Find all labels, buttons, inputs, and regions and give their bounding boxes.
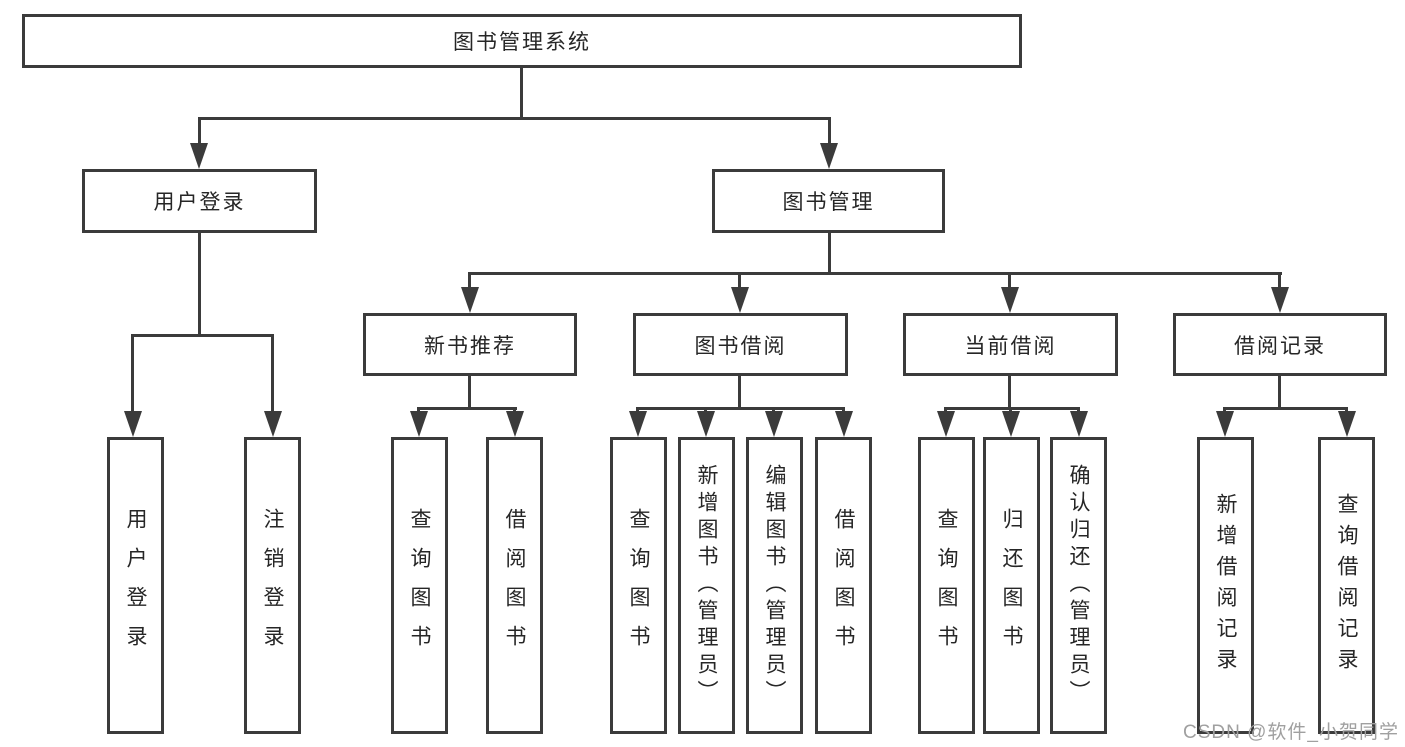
leaf-add-books-admin: 新增图书（管理员）	[678, 437, 735, 734]
node-current-borrowing: 当前借阅	[903, 313, 1118, 376]
connector-book-mgmt-stem	[828, 233, 831, 272]
connector-drop-user-login	[198, 117, 201, 147]
connector-level2-branch	[468, 272, 1282, 275]
leaf-search-books-3: 查询图书	[918, 437, 975, 734]
leaf-borrow-books-1: 借阅图书	[486, 437, 543, 734]
leaf-user-login-label: 用户登录	[124, 507, 147, 664]
leaf-confirm-return-admin-label: 确认归还（管理员）	[1067, 464, 1090, 707]
arrowhead-leaf-5	[629, 411, 647, 437]
node-new-book-recommend-label: 新书推荐	[424, 334, 516, 358]
arrowhead-borrow-records	[1271, 287, 1289, 313]
node-new-book-recommend: 新书推荐	[363, 313, 577, 376]
connector-user-login-stem	[198, 233, 201, 334]
leaf-search-borrow-record: 查询借阅记录	[1318, 437, 1375, 734]
node-book-management: 图书管理	[712, 169, 945, 233]
connector-root-stem	[520, 68, 523, 117]
node-borrowing-records: 借阅记录	[1173, 313, 1387, 376]
leaf-search-borrow-record-label: 查询借阅记录	[1335, 492, 1358, 679]
connector-drop-leaf-1	[131, 334, 134, 414]
leaf-search-books-2-label: 查询图书	[627, 507, 650, 664]
connector-new-book-stem	[468, 376, 471, 410]
arrowhead-book-mgmt	[820, 143, 838, 169]
arrowhead-leaf-11	[1070, 411, 1088, 437]
leaf-add-borrow-record-label: 新增借阅记录	[1214, 492, 1237, 679]
arrowhead-leaf-3	[410, 411, 428, 437]
connector-drop-book-borrow	[738, 272, 741, 290]
node-root-label: 图书管理系统	[453, 31, 591, 54]
arrowhead-leaf-4	[506, 411, 524, 437]
leaf-edit-books-admin: 编辑图书（管理员）	[746, 437, 803, 734]
node-root: 图书管理系统	[22, 14, 1022, 68]
node-book-borrowing-label: 图书借阅	[694, 334, 787, 358]
arrowhead-leaf-10	[1002, 411, 1020, 437]
arrowhead-leaf-9	[937, 411, 955, 437]
connector-drop-leaf-2	[271, 334, 274, 414]
arrowhead-user-login	[190, 143, 208, 169]
connector-drop-borrow-records	[1278, 272, 1281, 290]
arrowhead-leaf-8	[835, 411, 853, 437]
arrowhead-leaf-2	[264, 411, 282, 437]
leaf-search-books-1: 查询图书	[391, 437, 448, 734]
leaf-search-books-2: 查询图书	[610, 437, 667, 734]
node-user-login: 用户登录	[82, 169, 317, 233]
connector-drop-new-book	[468, 272, 471, 290]
connector-drop-current-borrow	[1008, 272, 1011, 290]
arrowhead-book-borrow	[731, 287, 749, 313]
connector-level1-branch	[198, 117, 831, 120]
node-user-login-label: 用户登录	[153, 191, 246, 214]
leaf-logout: 注销登录	[244, 437, 301, 734]
leaf-borrow-books-1-label: 借阅图书	[503, 507, 526, 664]
node-current-borrowing-label: 当前借阅	[964, 334, 1057, 358]
connector-book-borrow-stem	[738, 376, 741, 410]
node-book-management-label: 图书管理	[782, 191, 875, 214]
arrowhead-leaf-7	[765, 411, 783, 437]
connector-current-borrow-stem	[1008, 376, 1011, 410]
connector-user-login-branch	[131, 334, 274, 337]
leaf-return-books-label: 归还图书	[1000, 507, 1023, 664]
leaf-borrow-books-2-label: 借阅图书	[832, 507, 855, 664]
leaf-search-books-1-label: 查询图书	[408, 507, 431, 664]
arrowhead-current-borrow	[1001, 287, 1019, 313]
leaf-confirm-return-admin: 确认归还（管理员）	[1050, 437, 1107, 734]
leaf-edit-books-admin-label: 编辑图书（管理员）	[763, 464, 786, 707]
connector-borrow-records-stem	[1278, 376, 1281, 410]
arrowhead-leaf-12	[1216, 411, 1234, 437]
leaf-borrow-books-2: 借阅图书	[815, 437, 872, 734]
leaf-search-books-3-label: 查询图书	[935, 507, 958, 664]
connector-current-borrow-branch	[944, 407, 1080, 410]
leaf-add-borrow-record: 新增借阅记录	[1197, 437, 1254, 734]
node-borrowing-records-label: 借阅记录	[1234, 334, 1326, 358]
connector-book-borrow-branch	[636, 407, 845, 410]
arrowhead-leaf-13	[1338, 411, 1356, 437]
leaf-add-books-admin-label: 新增图书（管理员）	[695, 464, 718, 707]
arrowhead-new-book	[461, 287, 479, 313]
node-book-borrowing: 图书借阅	[633, 313, 848, 376]
connector-new-book-branch	[417, 407, 517, 410]
connector-borrow-records-branch	[1223, 407, 1348, 410]
arrowhead-leaf-6	[697, 411, 715, 437]
leaf-user-login: 用户登录	[107, 437, 164, 734]
leaf-return-books: 归还图书	[983, 437, 1040, 734]
csdn-watermark: CSDN @软件_小贺同学	[1183, 722, 1399, 743]
connector-drop-book-mgmt	[828, 117, 831, 147]
leaf-logout-label: 注销登录	[261, 507, 284, 664]
arrowhead-leaf-1	[124, 411, 142, 437]
